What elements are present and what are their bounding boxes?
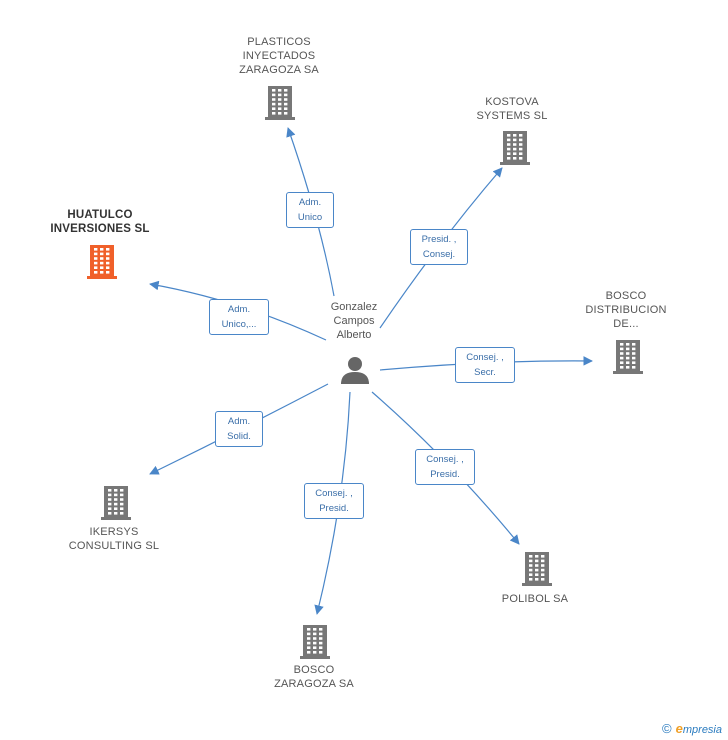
node-label-line: CONSULTING SL <box>68 540 160 552</box>
node-label-line: KOSTOVA <box>485 96 539 108</box>
brand-logo-initial: e <box>675 721 683 736</box>
edge-label-line: Unico <box>297 212 323 223</box>
building-icon-polibol[interactable] <box>522 552 552 586</box>
node-label-line: INYECTADOS <box>242 50 316 62</box>
edge-label-polibol: Consej. , Presid. <box>415 449 475 485</box>
edge-label-bosco-zgz: Consej. , Presid. <box>304 483 364 519</box>
node-label-huatulco[interactable]: HUATULCO INVERSIONES SL <box>40 208 160 236</box>
building-icon-huatulco[interactable] <box>87 245 117 279</box>
edge-label-line: Presid. , <box>421 234 457 245</box>
node-label-ikersys[interactable]: IKERSYS CONSULTING SL <box>56 525 172 553</box>
edge-label-line: Consej. , <box>426 454 464 465</box>
building-icon-ikersys[interactable] <box>101 486 131 520</box>
node-label-line: ZARAGOZA SA <box>274 678 354 690</box>
copyright-icon: © <box>662 721 672 736</box>
brand-logo-text: mpresia <box>682 724 722 736</box>
footer-brand[interactable]: © empresia <box>662 721 722 736</box>
node-label-line: PLASTICOS <box>247 36 311 48</box>
node-label-bosco-dist[interactable]: BOSCO DISTRIBUCION DE... <box>576 289 676 331</box>
edge-label-line: Consej. , <box>315 488 353 499</box>
node-label-polibol[interactable]: POLIBOL SA <box>485 592 585 606</box>
building-icon-bosco-zgz[interactable] <box>300 625 330 659</box>
edge-label-ikersys: Adm. Solid. <box>215 411 263 447</box>
node-label-bosco-zgz[interactable]: BOSCO ZARAGOZA SA <box>259 663 369 691</box>
node-label-line: IKERSYS <box>89 526 139 538</box>
center-person-name[interactable]: Gonzalez Campos Alberto <box>318 300 390 342</box>
node-label-line: SYSTEMS SL <box>476 110 548 122</box>
edge-label-line: Consej. <box>422 249 456 260</box>
edge-label-line: Adm. <box>298 197 322 208</box>
edge-label-line: Unico,... <box>221 319 257 330</box>
node-label-line: BOSCO <box>605 290 647 302</box>
node-label-line: POLIBOL SA <box>501 593 569 605</box>
node-label-line: HUATULCO <box>67 209 133 221</box>
node-label-line: DE... <box>613 318 639 330</box>
building-icon-plasticos[interactable] <box>265 86 295 120</box>
node-label-line: BOSCO <box>293 664 335 676</box>
edge-label-line: Solid. <box>227 431 251 442</box>
edge-label-bosco-dist: Consej. , Secr. <box>455 347 515 383</box>
person-icon[interactable] <box>341 357 369 384</box>
edge-label-line: Presid. <box>430 469 460 480</box>
building-icon-bosco-dist[interactable] <box>613 340 643 374</box>
building-icon-kostova[interactable] <box>500 131 530 165</box>
edge-label-huatulco: Adm. Unico,... <box>209 299 269 335</box>
node-label-line: INVERSIONES SL <box>50 223 150 235</box>
edge-label-kostova: Presid. , Consej. <box>410 229 468 265</box>
edge-label-line: Consej. , <box>466 352 504 363</box>
edge-label-line: Adm. <box>227 416 251 427</box>
edge-label-line: Presid. <box>319 503 349 514</box>
edge-label-plasticos: Adm. Unico <box>286 192 334 228</box>
node-label-kostova[interactable]: KOSTOVA SYSTEMS SL <box>462 95 562 123</box>
node-label-plasticos[interactable]: PLASTICOS INYECTADOS ZARAGOZA SA <box>224 35 334 77</box>
node-label-line: DISTRIBUCION <box>585 304 667 316</box>
center-name-line: Gonzalez <box>330 301 378 313</box>
center-name-line: Alberto <box>336 329 372 341</box>
edge-label-line: Adm. <box>227 304 251 315</box>
center-name-line: Campos <box>333 315 375 327</box>
edge-label-line: Secr. <box>474 367 496 378</box>
node-label-line: ZARAGOZA SA <box>239 64 319 76</box>
